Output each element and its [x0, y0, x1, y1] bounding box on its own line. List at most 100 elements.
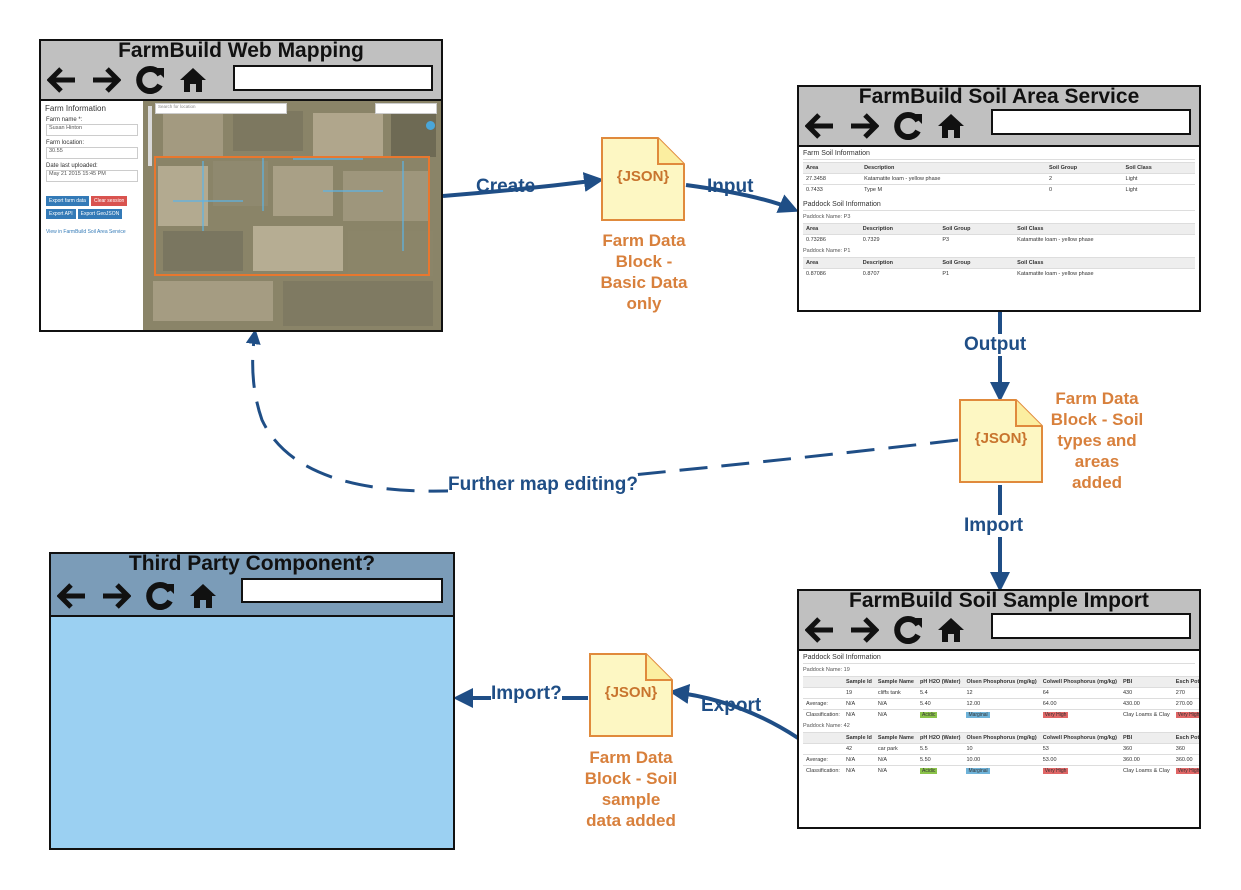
paddock-19-cell: cliffs tank: [874, 687, 917, 699]
paddock-19-cell: Classification:: [803, 709, 843, 720]
address-bar[interactable]: [991, 613, 1191, 639]
refresh-icon[interactable]: [893, 111, 923, 141]
json-label: {JSON}: [604, 684, 658, 701]
farm-soil-cell: 0: [1045, 184, 1123, 195]
address-bar[interactable]: [233, 65, 433, 91]
paddock-p1-cell: Katamatite loam - yellow phase: [1014, 268, 1195, 279]
clear-session-button[interactable]: Clear session: [90, 196, 128, 206]
paddock-p3-cell: Katamatite loam - yellow phase: [1014, 234, 1195, 245]
paddock-42-header-cell: Colwell Phosphorus (mg/kg): [1039, 732, 1120, 744]
back-arrow-icon[interactable]: [57, 583, 87, 609]
paddock-p3-name: Paddock Name: P3: [803, 214, 851, 220]
map-search-input[interactable]: Search for location: [155, 103, 287, 114]
paddock-19-cell: Very High: [1039, 709, 1120, 720]
export-geojson-button[interactable]: Export GeoJSON: [77, 209, 123, 219]
soil-area-link[interactable]: View in FarmBuild Soil Area Service: [46, 229, 126, 235]
import-q-label: Import?: [491, 683, 562, 705]
note-line: only: [626, 294, 662, 313]
paddock-19-cell: 5.4: [917, 687, 964, 699]
farm-soil-cell: 2: [1045, 173, 1123, 185]
back-arrow-icon[interactable]: [805, 113, 835, 139]
note-line: Block - Soil: [1050, 410, 1144, 429]
classification-badge: Very High: [1042, 768, 1069, 774]
export-farm-data-button[interactable]: Export farm data: [46, 196, 89, 206]
home-icon[interactable]: [937, 113, 965, 139]
classification-badge: Marginal: [966, 768, 990, 774]
note-line: data added: [586, 811, 676, 830]
paddock-19-header-cell: Esch Potassium (meq/100g): [1172, 676, 1199, 688]
paddock-19-header-cell: Olsen Phosphorus (mg/kg): [963, 676, 1040, 688]
json-label: {JSON}: [616, 168, 670, 185]
paddock-42-name: Paddock Name: 42: [803, 723, 850, 729]
refresh-icon[interactable]: [893, 615, 923, 645]
soil-import-header: FarmBuild Soil Sample Import: [799, 591, 1199, 651]
forward-arrow-icon[interactable]: [849, 113, 879, 139]
farm-soil-header-cell: Soil Group: [1045, 162, 1123, 174]
note-line: Block -: [615, 252, 673, 271]
forward-arrow-icon[interactable]: [849, 617, 879, 643]
address-bar[interactable]: [241, 578, 443, 603]
export-arrow: [669, 683, 800, 740]
input-label: Input: [707, 176, 754, 197]
soil-import-title: FarmBuild Soil Sample Import: [849, 589, 1149, 612]
paddock-soil-section-title: Paddock Soil Information: [803, 654, 1195, 664]
farm-soil-cell: Light: [1122, 173, 1195, 185]
paddock-42-cell: Clay Loams & Clay: [1120, 765, 1173, 776]
home-icon[interactable]: [179, 67, 207, 93]
date-uploaded-input[interactable]: May 21 2015 15:45 PM: [46, 170, 138, 182]
paddock-p3-header-cell: Area: [803, 223, 860, 235]
classification-badge: Very High: [1175, 768, 1200, 774]
map-view[interactable]: Search for location: [143, 101, 441, 330]
third-party-window: Third Party Component?: [49, 552, 455, 850]
farm-soil-cell: 0.7433: [803, 184, 862, 195]
classification-badge: Very High: [1042, 712, 1069, 718]
refresh-icon[interactable]: [135, 65, 165, 95]
paddock-19-cell: 430: [1120, 687, 1173, 699]
paddock-42-header-cell: PBI: [1120, 732, 1173, 744]
web-mapping-nav: [47, 65, 207, 95]
farm-boundary: [154, 156, 430, 276]
back-arrow-icon[interactable]: [47, 67, 77, 93]
paddock-42-cell: Marginal: [963, 765, 1040, 776]
layer-select[interactable]: [375, 103, 437, 114]
paddock-42-cell: 5.50: [917, 754, 964, 766]
address-bar[interactable]: [991, 109, 1191, 135]
refresh-icon[interactable]: [145, 581, 175, 611]
json-label: {JSON}: [974, 430, 1028, 447]
paddock-42-cell: 360: [1120, 743, 1173, 755]
paddock-42-cell: 5.5: [917, 743, 964, 755]
paddock-p1-cell: 0.8707: [859, 268, 940, 279]
home-icon[interactable]: [937, 617, 965, 643]
forward-arrow-icon[interactable]: [101, 583, 131, 609]
paddock-19-name: Paddock Name: 19: [803, 667, 850, 673]
farm-soil-header-cell: Description: [861, 162, 1046, 174]
paddock-42-cell: 10.00: [963, 754, 1040, 766]
paddock-19-cell: N/A: [874, 698, 917, 710]
paddock-42-header-cell: Sample Id: [842, 732, 875, 744]
back-arrow-icon[interactable]: [805, 617, 835, 643]
paddock-19-cell: 270.00: [1172, 698, 1199, 710]
paddock-42-header-cell: Esch Potassium (meq/100g): [1172, 732, 1199, 744]
home-icon[interactable]: [189, 583, 217, 609]
farm-soil-section-title: Farm Soil Information: [803, 150, 1195, 160]
json-doc-soil: {JSON}: [958, 398, 1044, 484]
farm-location-input[interactable]: 30.55: [46, 147, 138, 159]
forward-arrow-icon[interactable]: [91, 67, 121, 93]
farm-name-input[interactable]: Susan Hinton: [46, 124, 138, 136]
web-mapping-window: FarmBuild Web Mapping Farm Information F…: [39, 39, 443, 332]
json-file-icon: [959, 399, 1043, 483]
map-tool-icon[interactable]: [426, 121, 435, 130]
paddock-19-cell: Marginal: [963, 709, 1040, 720]
export-api-button[interactable]: Export API: [46, 209, 76, 219]
farm-info-heading: Farm Information: [45, 104, 106, 113]
input-arrow: [685, 183, 799, 213]
soil-import-nav: [805, 615, 965, 645]
paddock-p3-cell: 0.7329: [859, 234, 940, 245]
